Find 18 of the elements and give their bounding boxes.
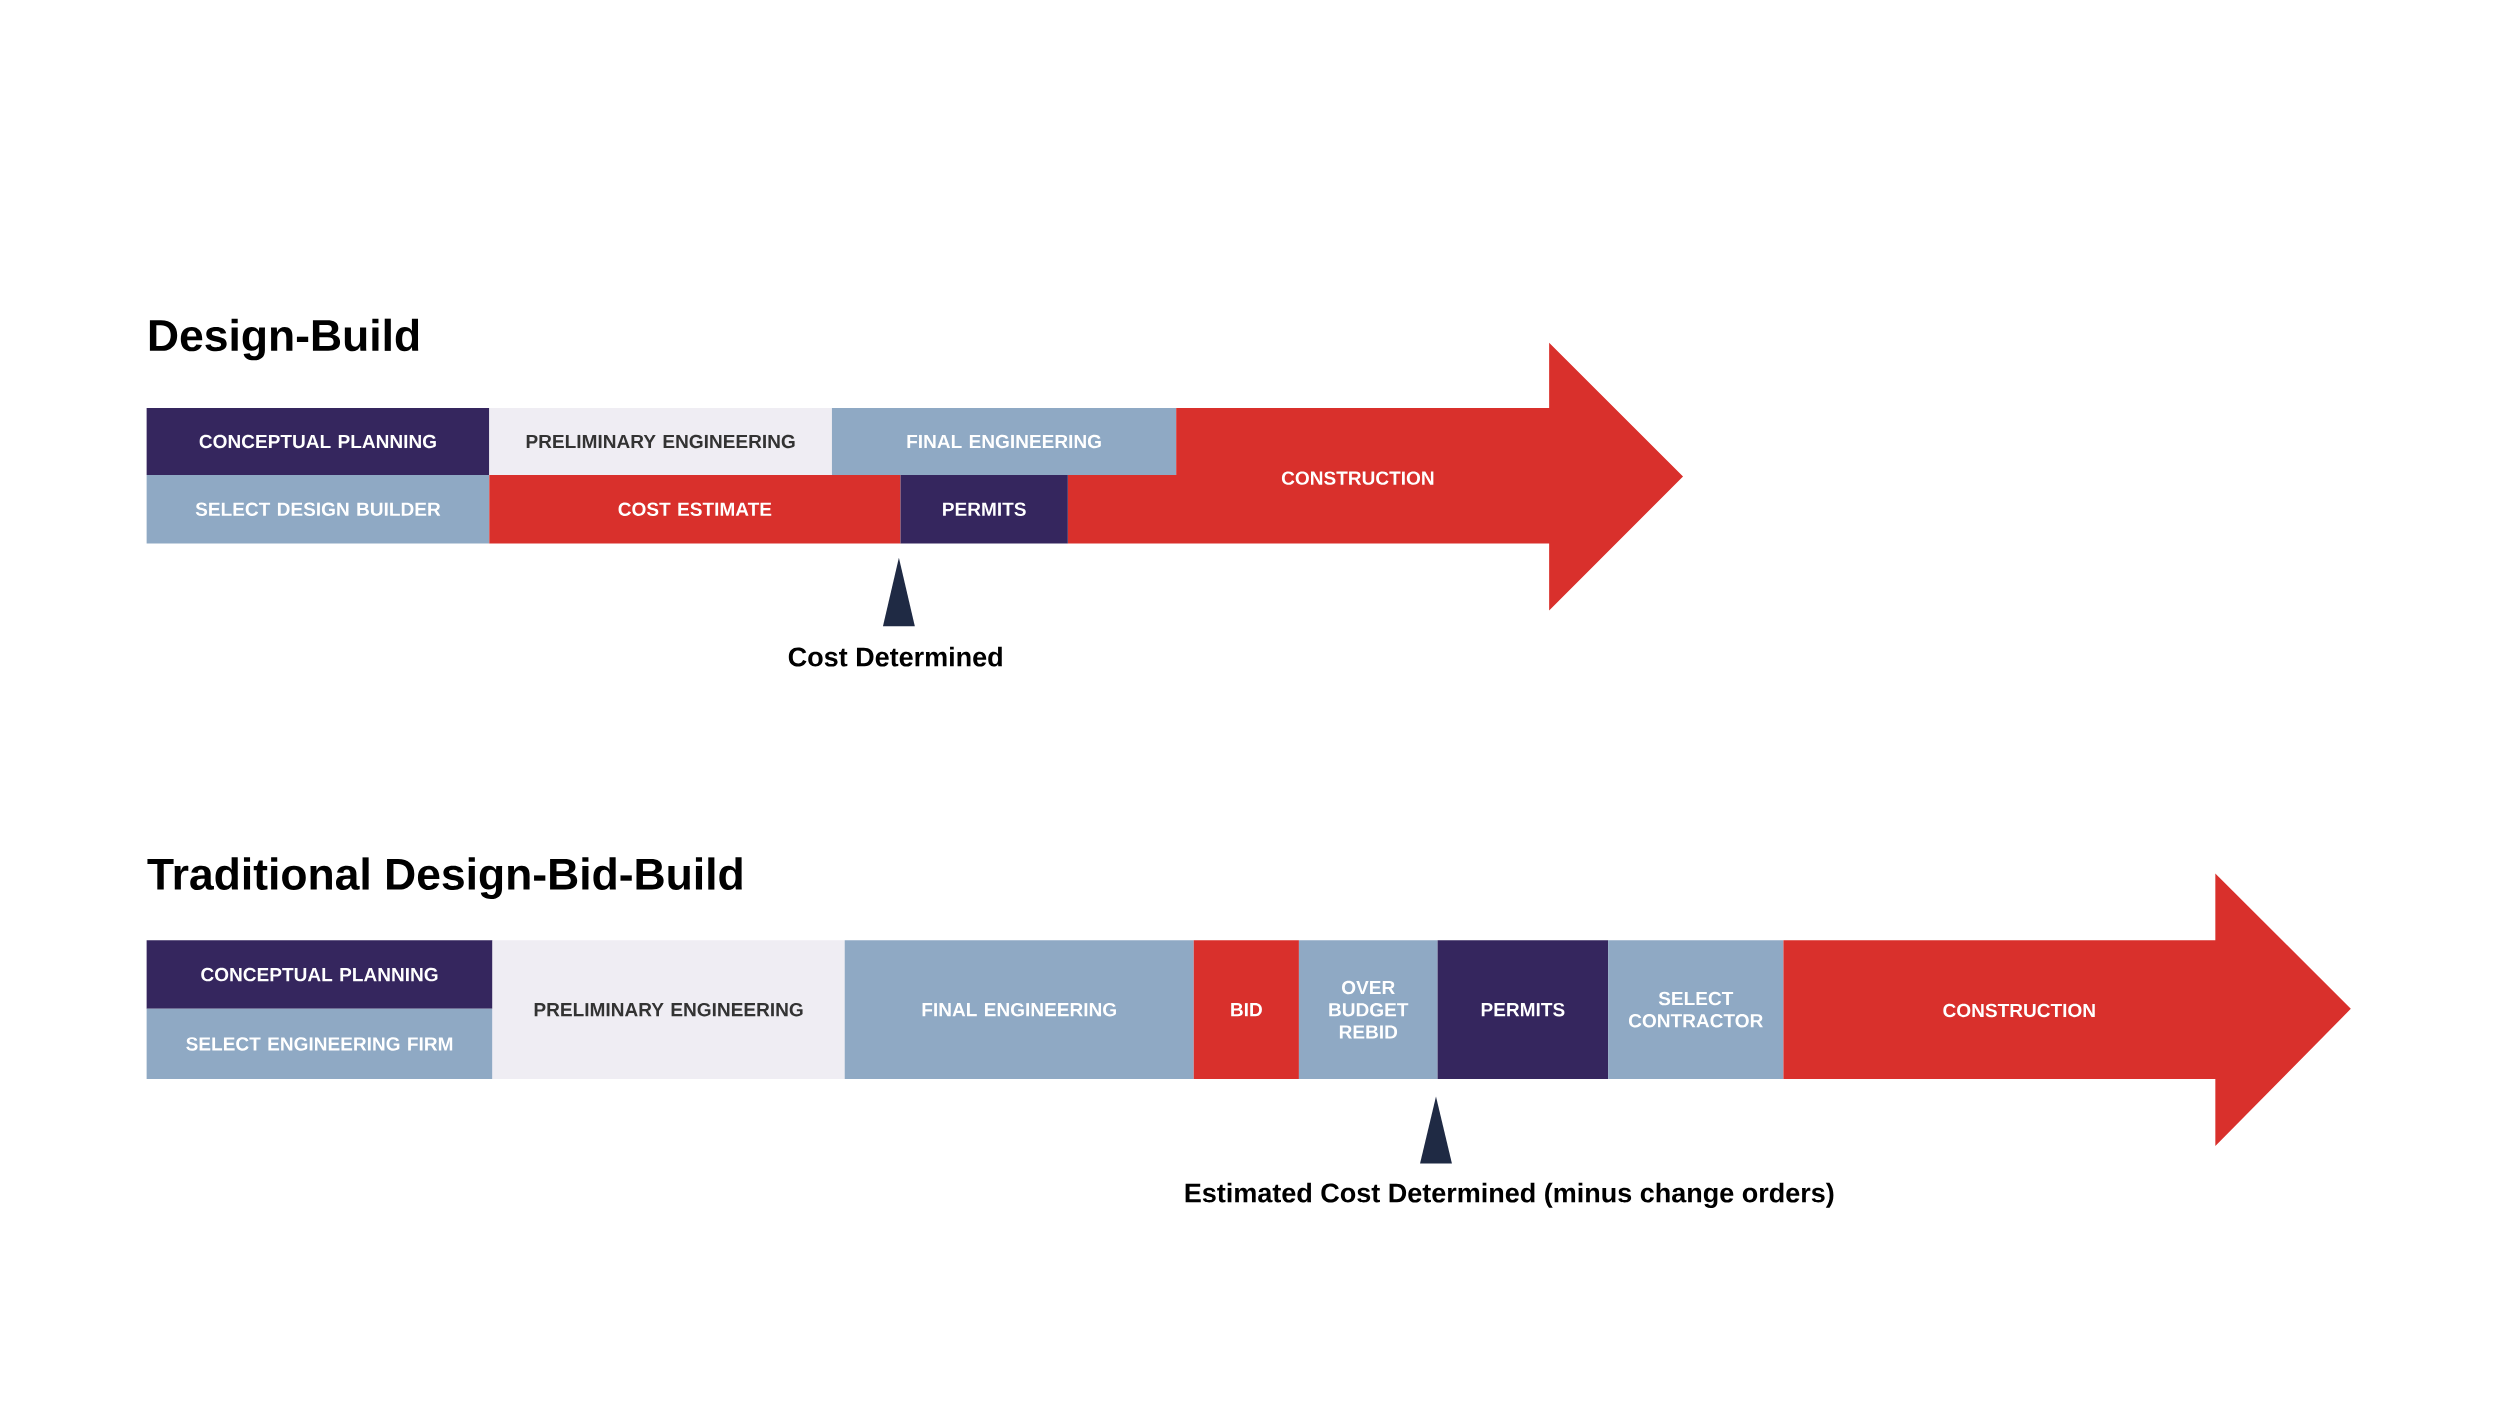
phase-box: PERMITS <box>900 475 1068 544</box>
phase-box: PRELIMINARY ENGINEERING <box>489 408 832 476</box>
phase-box: SELECT ENGINEERING FIRM <box>146 1009 493 1080</box>
heading: Design-Build <box>149 318 419 361</box>
phase-box: FINAL ENGINEERING <box>844 940 1194 1080</box>
phase-box: COST ESTIMATE <box>489 475 901 544</box>
heading: Traditional Design-Bid-Build <box>147 857 742 900</box>
phase-box: SELECT CONTRACTOR <box>1608 940 1784 1080</box>
milestone-label: Estimated Cost Determined (minus change orders) <box>1185 1182 1834 1209</box>
phase-box: PRELIMINARY ENGINEERING <box>492 940 845 1080</box>
phase-box: SELECT DESIGN BUILDER <box>146 475 490 544</box>
phase-box: CONCEPTUAL PLANNING <box>146 408 490 476</box>
phase-box: CONCEPTUAL PLANNING <box>146 940 493 1009</box>
phase-box: PERMITS <box>1437 940 1609 1080</box>
phase-box: FINAL ENGINEERING <box>831 408 1177 476</box>
phase-box: BID <box>1193 940 1299 1080</box>
phase-box: OVER BUDGET REBID <box>1298 940 1438 1080</box>
milestone-label: Cost Determined <box>788 646 1002 667</box>
